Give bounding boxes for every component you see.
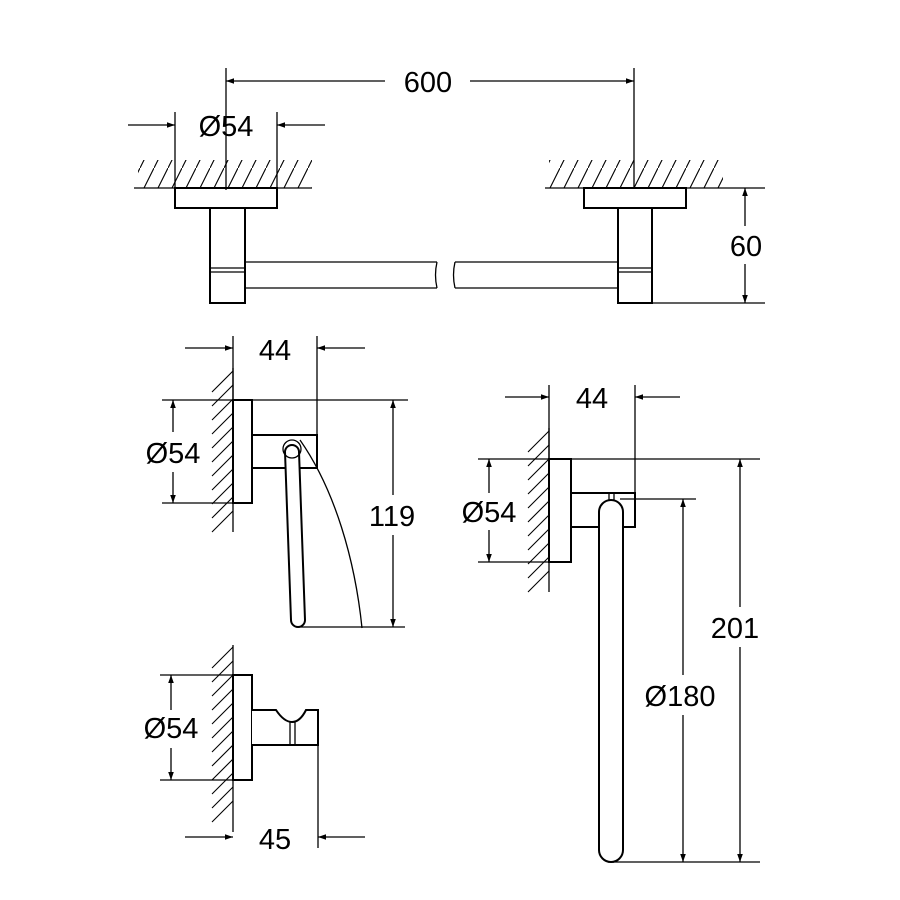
ring — [598, 499, 624, 863]
robe-hook-drawing: Ø54 45 — [144, 645, 365, 856]
dim-ring-rosette: Ø54 — [462, 497, 517, 529]
dim-holder-projection: 44 — [259, 335, 291, 367]
towel-bar-drawing: 600 Ø54 60 — [128, 67, 765, 304]
dim-bar-rosette: Ø54 — [199, 111, 254, 143]
rosette — [548, 458, 572, 563]
dim-holder-rosette: Ø54 — [146, 438, 201, 470]
bar-left-segment — [245, 261, 438, 289]
bar-right-segment — [452, 261, 618, 289]
paper-holder-drawing: 44 Ø54 119 — [146, 335, 415, 629]
rosette — [232, 674, 253, 781]
rosette — [232, 399, 253, 504]
left-post — [209, 207, 246, 304]
right-post — [617, 207, 653, 304]
dim-ring-diameter: Ø180 — [645, 681, 716, 713]
right-rosette — [583, 187, 687, 209]
wall-hatch — [211, 368, 234, 533]
dim-hook-projection: 45 — [259, 824, 291, 856]
dim-bar-projection: 60 — [730, 231, 762, 263]
dim-ring-height: 201 — [711, 613, 759, 645]
dim-ring-projection: 44 — [576, 383, 608, 415]
towel-ring-drawing: 44 Ø54 Ø180 201 — [462, 383, 760, 863]
dim-hook-rosette: Ø54 — [144, 713, 199, 745]
dim-holder-height: 119 — [369, 501, 415, 533]
left-rosette — [174, 187, 278, 209]
paper-rod — [283, 444, 307, 628]
wall-hatch — [527, 428, 550, 593]
wall-hatch — [211, 645, 234, 832]
dim-bar-length: 600 — [404, 67, 452, 99]
wall-hatch-left — [134, 160, 312, 189]
hook — [252, 709, 319, 746]
cover-flap — [299, 439, 363, 629]
